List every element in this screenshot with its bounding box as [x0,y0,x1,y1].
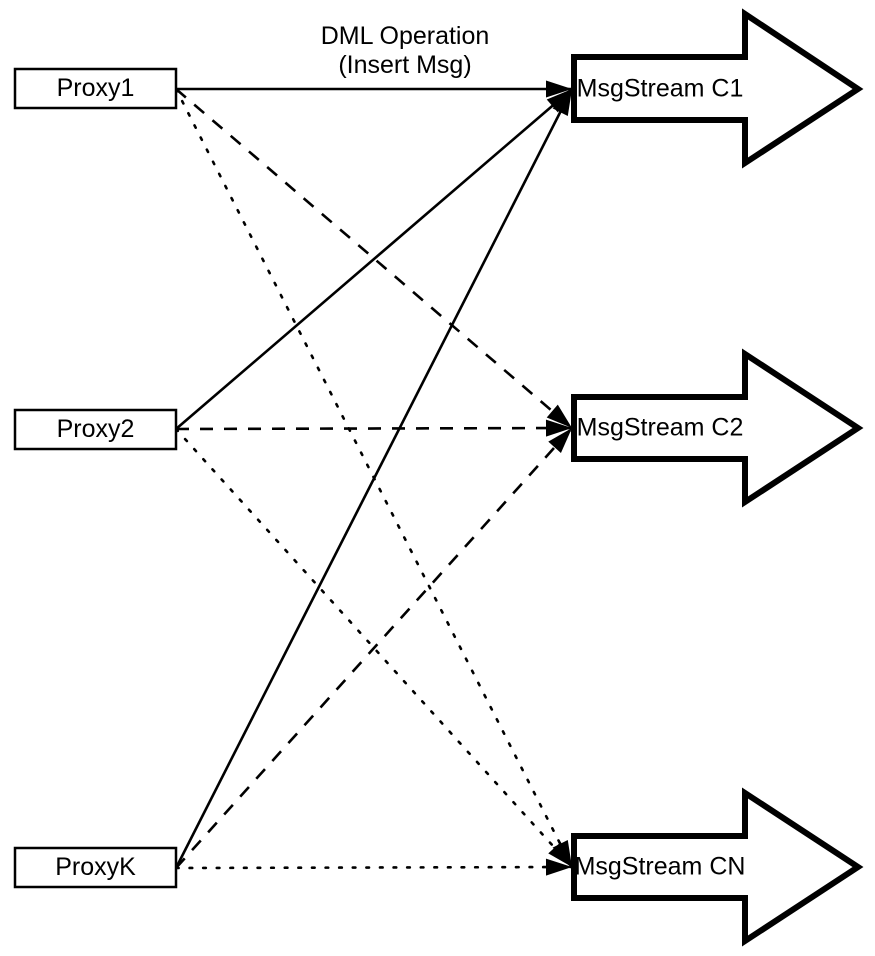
connection-lines-group [174,87,574,870]
proxy-label-proxy1: Proxy1 [57,74,135,102]
msgstream-arrows-group: MsgStream C1 MsgStream C2 MsgStream CN [571,8,864,947]
proxy-box-shape-proxyK [13,846,178,889]
arrowhead-proxy2-to-c2 [545,419,572,437]
msgstream-label-c2: MsgStream C2 [577,414,744,442]
arrowhead-proxyK-to-c1 [552,89,572,117]
dml-operation-caption-line1: DML Operation [321,22,490,50]
link-proxyK-to-c1 [174,88,574,869]
msgstream-label-cn: MsgStream CN [575,853,746,881]
arrowhead-proxy1-to-c2 [546,404,572,428]
link-proxy2-to-c2 [175,426,573,431]
arrowhead-proxyK-to-c2 [548,428,572,454]
proxy-box-shape-proxy1 [13,67,178,110]
msgstream-label-c1: MsgStream C1 [577,75,744,103]
link-proxy2-to-cn [174,427,574,869]
msgstream-arrow-shape-c2 [571,348,864,508]
link-proxyK-to-c2 [175,427,573,869]
msgstream-c1[interactable]: MsgStream C1 [571,8,864,169]
proxy-box-shape-proxy2 [13,408,178,451]
arrowheads-group [545,80,572,876]
arrowhead-proxy2-to-c1 [546,89,572,113]
link-proxyK-to-cn [174,865,574,870]
msgstream-cn[interactable]: MsgStream CN [571,787,864,947]
arrowhead-proxy1-to-c1 [546,80,572,98]
arrowhead-proxy2-to-cn [548,842,572,867]
arrowhead-proxyK-to-cn [545,858,572,876]
msgstream-arrow-shape-c1 [571,8,864,169]
proxy-label-proxyK: ProxyK [55,853,136,881]
msgstream-c2[interactable]: MsgStream C2 [571,348,864,508]
proxy-node-proxyK[interactable]: ProxyK [13,846,178,889]
link-proxy2-to-c1 [175,88,573,430]
msgstream-arrow-shape-cn [571,787,864,947]
dml-operation-caption-line2: (Insert Msg) [338,51,471,79]
link-proxy1-to-c2 [175,88,573,429]
proxy-node-proxy1[interactable]: Proxy1 [13,67,178,110]
proxy-node-proxy2[interactable]: Proxy2 [13,408,178,451]
proxy-label-proxy2: Proxy2 [57,415,135,443]
